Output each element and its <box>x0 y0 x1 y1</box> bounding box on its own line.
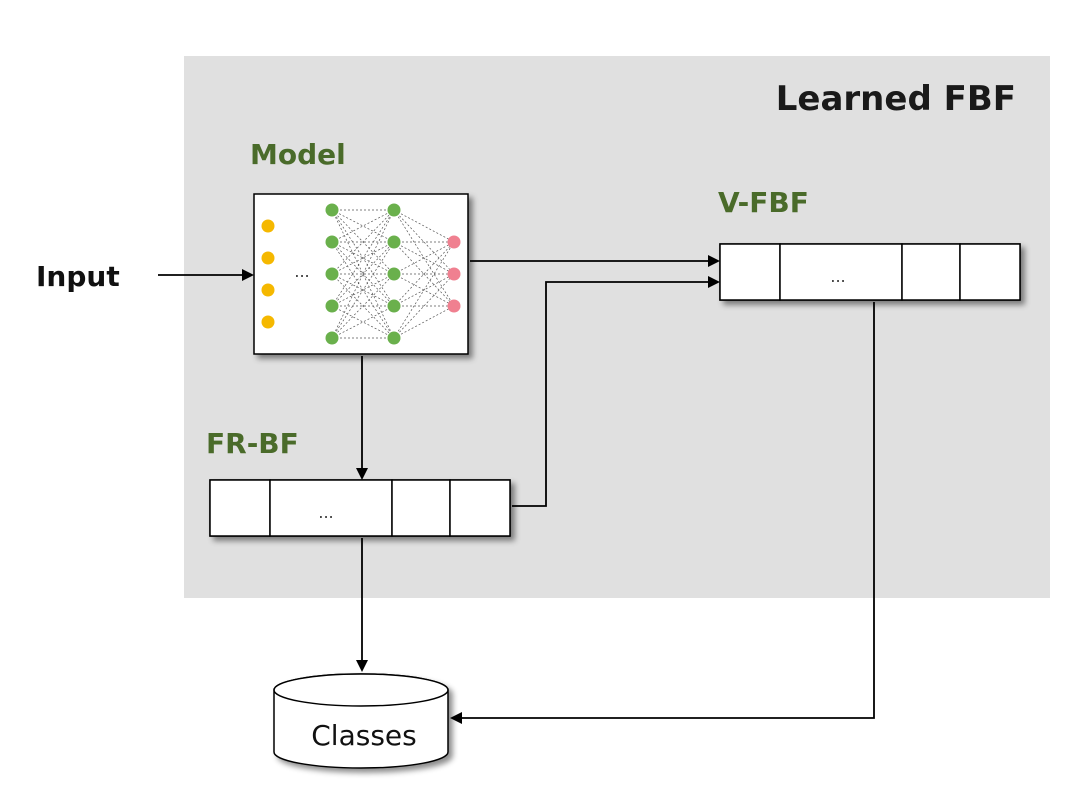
frbf-cell-3 <box>391 479 451 537</box>
nn-hidden2-node <box>387 299 401 313</box>
nn-edge <box>393 241 455 307</box>
learned-fbf-title: Learned FBF <box>776 79 1016 119</box>
nn-edge <box>331 273 395 339</box>
nn-hidden2-node <box>387 331 401 345</box>
nn-edge <box>393 241 455 307</box>
nn-input-node <box>261 315 275 329</box>
nn-connections <box>331 209 455 339</box>
nn-edge <box>393 305 455 339</box>
nn-edge <box>393 241 455 275</box>
vfbf-array <box>719 243 1021 301</box>
frbf-to-vfbf-arrow <box>512 276 720 507</box>
nn-output-node <box>447 235 461 249</box>
nn-edge <box>393 241 455 339</box>
classes-cylinder-top <box>273 673 449 707</box>
vfbf-to-classes-arrow <box>450 302 875 724</box>
nn-nodes <box>261 203 461 345</box>
nn-hidden1-node <box>325 267 339 281</box>
frbf-cell-4 <box>449 479 511 537</box>
nn-hidden2-node <box>387 203 401 217</box>
nn-ellipsis: ... <box>294 262 309 281</box>
frbf-array <box>209 479 511 537</box>
frbf-ellipsis: ... <box>318 503 333 522</box>
model-label: Model <box>250 138 346 171</box>
frbf-cell-ellipsis <box>269 479 393 537</box>
frbf-cell-1 <box>209 479 271 537</box>
nn-output-node <box>447 267 461 281</box>
nn-edge <box>331 209 395 307</box>
nn-hidden2-node <box>387 235 401 249</box>
vfbf-cell-ellipsis <box>779 243 903 301</box>
frbf-label: FR-BF <box>206 427 299 460</box>
model-box: ... <box>253 193 469 355</box>
classes-database <box>273 673 449 769</box>
classes-label: Classes <box>311 719 416 752</box>
nn-input-node <box>261 283 275 297</box>
vfbf-cell-1 <box>719 243 781 301</box>
input-label: Input <box>36 260 120 293</box>
nn-output-node <box>447 299 461 313</box>
nn-edge <box>393 209 455 243</box>
nn-edge <box>393 209 455 275</box>
nn-hidden1-node <box>325 299 339 313</box>
nn-hidden2-node <box>387 267 401 281</box>
nn-hidden1-node <box>325 203 339 217</box>
vfbf-cell-3 <box>901 243 961 301</box>
nn-edge <box>393 273 455 339</box>
nn-edge <box>331 241 395 307</box>
nn-edge <box>331 209 395 275</box>
nn-input-node <box>261 219 275 233</box>
nn-hidden1-node <box>325 235 339 249</box>
vfbf-label: V-FBF <box>718 186 809 219</box>
vfbf-cell-4 <box>959 243 1021 301</box>
nn-hidden1-node <box>325 331 339 345</box>
vfbf-ellipsis: ... <box>830 267 845 286</box>
nn-edge <box>331 241 395 339</box>
nn-input-node <box>261 251 275 265</box>
